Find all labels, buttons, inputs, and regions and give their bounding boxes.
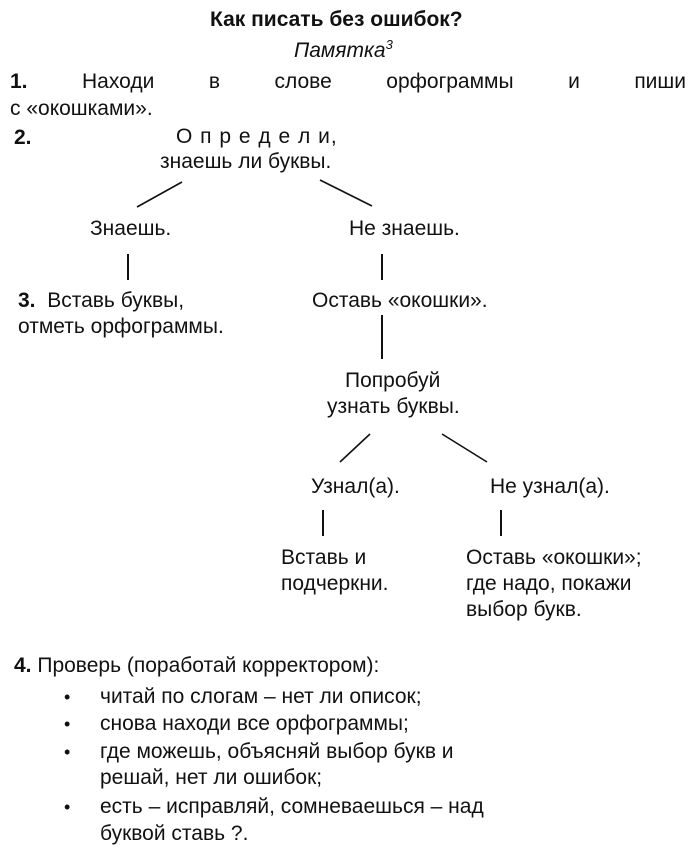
leave-windows: Оставь «окошки». <box>312 289 488 312</box>
leave-show-line1: Оставь «окошки»; <box>466 546 642 569</box>
step3-number: 3. <box>18 289 36 312</box>
connector-dont-know-leave <box>381 254 383 280</box>
subtitle-footnote: 3 <box>385 37 393 52</box>
connector-not-found-leave <box>500 510 502 536</box>
step1-word: 1. <box>10 70 28 94</box>
page-subtitle: Памятка3 <box>294 33 393 63</box>
connector-found-insert <box>322 510 324 536</box>
insert-underline-line1: Вставь и <box>281 546 367 569</box>
checklist-item: где можешь, объясняй выбор букв и <box>100 740 454 763</box>
checklist-item: снова находи все орфограммы; <box>100 712 409 735</box>
bullet-icon: • <box>64 687 71 707</box>
bullet-icon: • <box>64 797 71 817</box>
page-title: Как писать без ошибок? <box>210 8 463 31</box>
connector-know-step3 <box>127 254 129 280</box>
step1-word: и <box>568 70 580 93</box>
leave-show-line2: где надо, покажи <box>466 572 632 595</box>
leave-show-line3: выбор букв. <box>466 598 582 621</box>
subtitle-text: Памятка <box>294 39 386 62</box>
connector-not-found <box>441 433 488 463</box>
checklist-item-continued: буквой ставь ?. <box>100 822 249 845</box>
branch-found: Узнал(а). <box>311 475 400 498</box>
connector-leave-try <box>381 315 383 359</box>
checklist-item: читай по слогам – нет ли описок; <box>100 685 422 708</box>
step1-word: слове <box>274 70 332 93</box>
step1-word: пиши <box>634 70 686 93</box>
step1-word: в <box>208 70 220 93</box>
branch-know: Знаешь. <box>90 217 172 240</box>
step1-word: орфограммы <box>386 70 514 93</box>
insert-underline-line2: подчеркни. <box>281 572 389 595</box>
try-find-line1: Попробуй <box>345 369 441 392</box>
bullet-icon: • <box>64 742 71 762</box>
branch-not-found: Не узнал(а). <box>490 475 610 498</box>
bullet-icon: • <box>64 714 71 734</box>
step1-line1: 1. Находи в слове орфограммы и пиши <box>10 70 686 94</box>
branch-dont-know: Не знаешь. <box>349 217 460 240</box>
connector-found <box>339 433 371 463</box>
connector-know <box>136 181 183 208</box>
step4-text: Проверь (поработай корректором): <box>37 654 380 677</box>
step1-line2: с «окошками». <box>10 97 153 120</box>
step1-word: Находи <box>82 70 155 93</box>
checklist-item-continued: решай, нет ли ошибок; <box>100 766 323 789</box>
step2-number: 2. <box>14 126 32 149</box>
try-find-line2: узнать буквы. <box>327 395 460 418</box>
step2-line2: знаешь ли буквы. <box>160 150 332 173</box>
step4-header: 4. Проверь (поработай корректором): <box>14 654 379 678</box>
step2-line1: О п р е д е л и, <box>176 125 338 148</box>
step4-number: 4. <box>14 654 32 677</box>
step1-number: 1. <box>10 70 28 93</box>
checklist-item: есть – исправляй, сомневаешься – над <box>100 795 484 818</box>
step3-line1: 3. Вставь буквы, <box>18 289 184 313</box>
connector-dont-know <box>319 179 373 207</box>
step3-text: Вставь буквы, <box>47 289 185 312</box>
step3-line2: отметь орфограммы. <box>18 315 224 338</box>
